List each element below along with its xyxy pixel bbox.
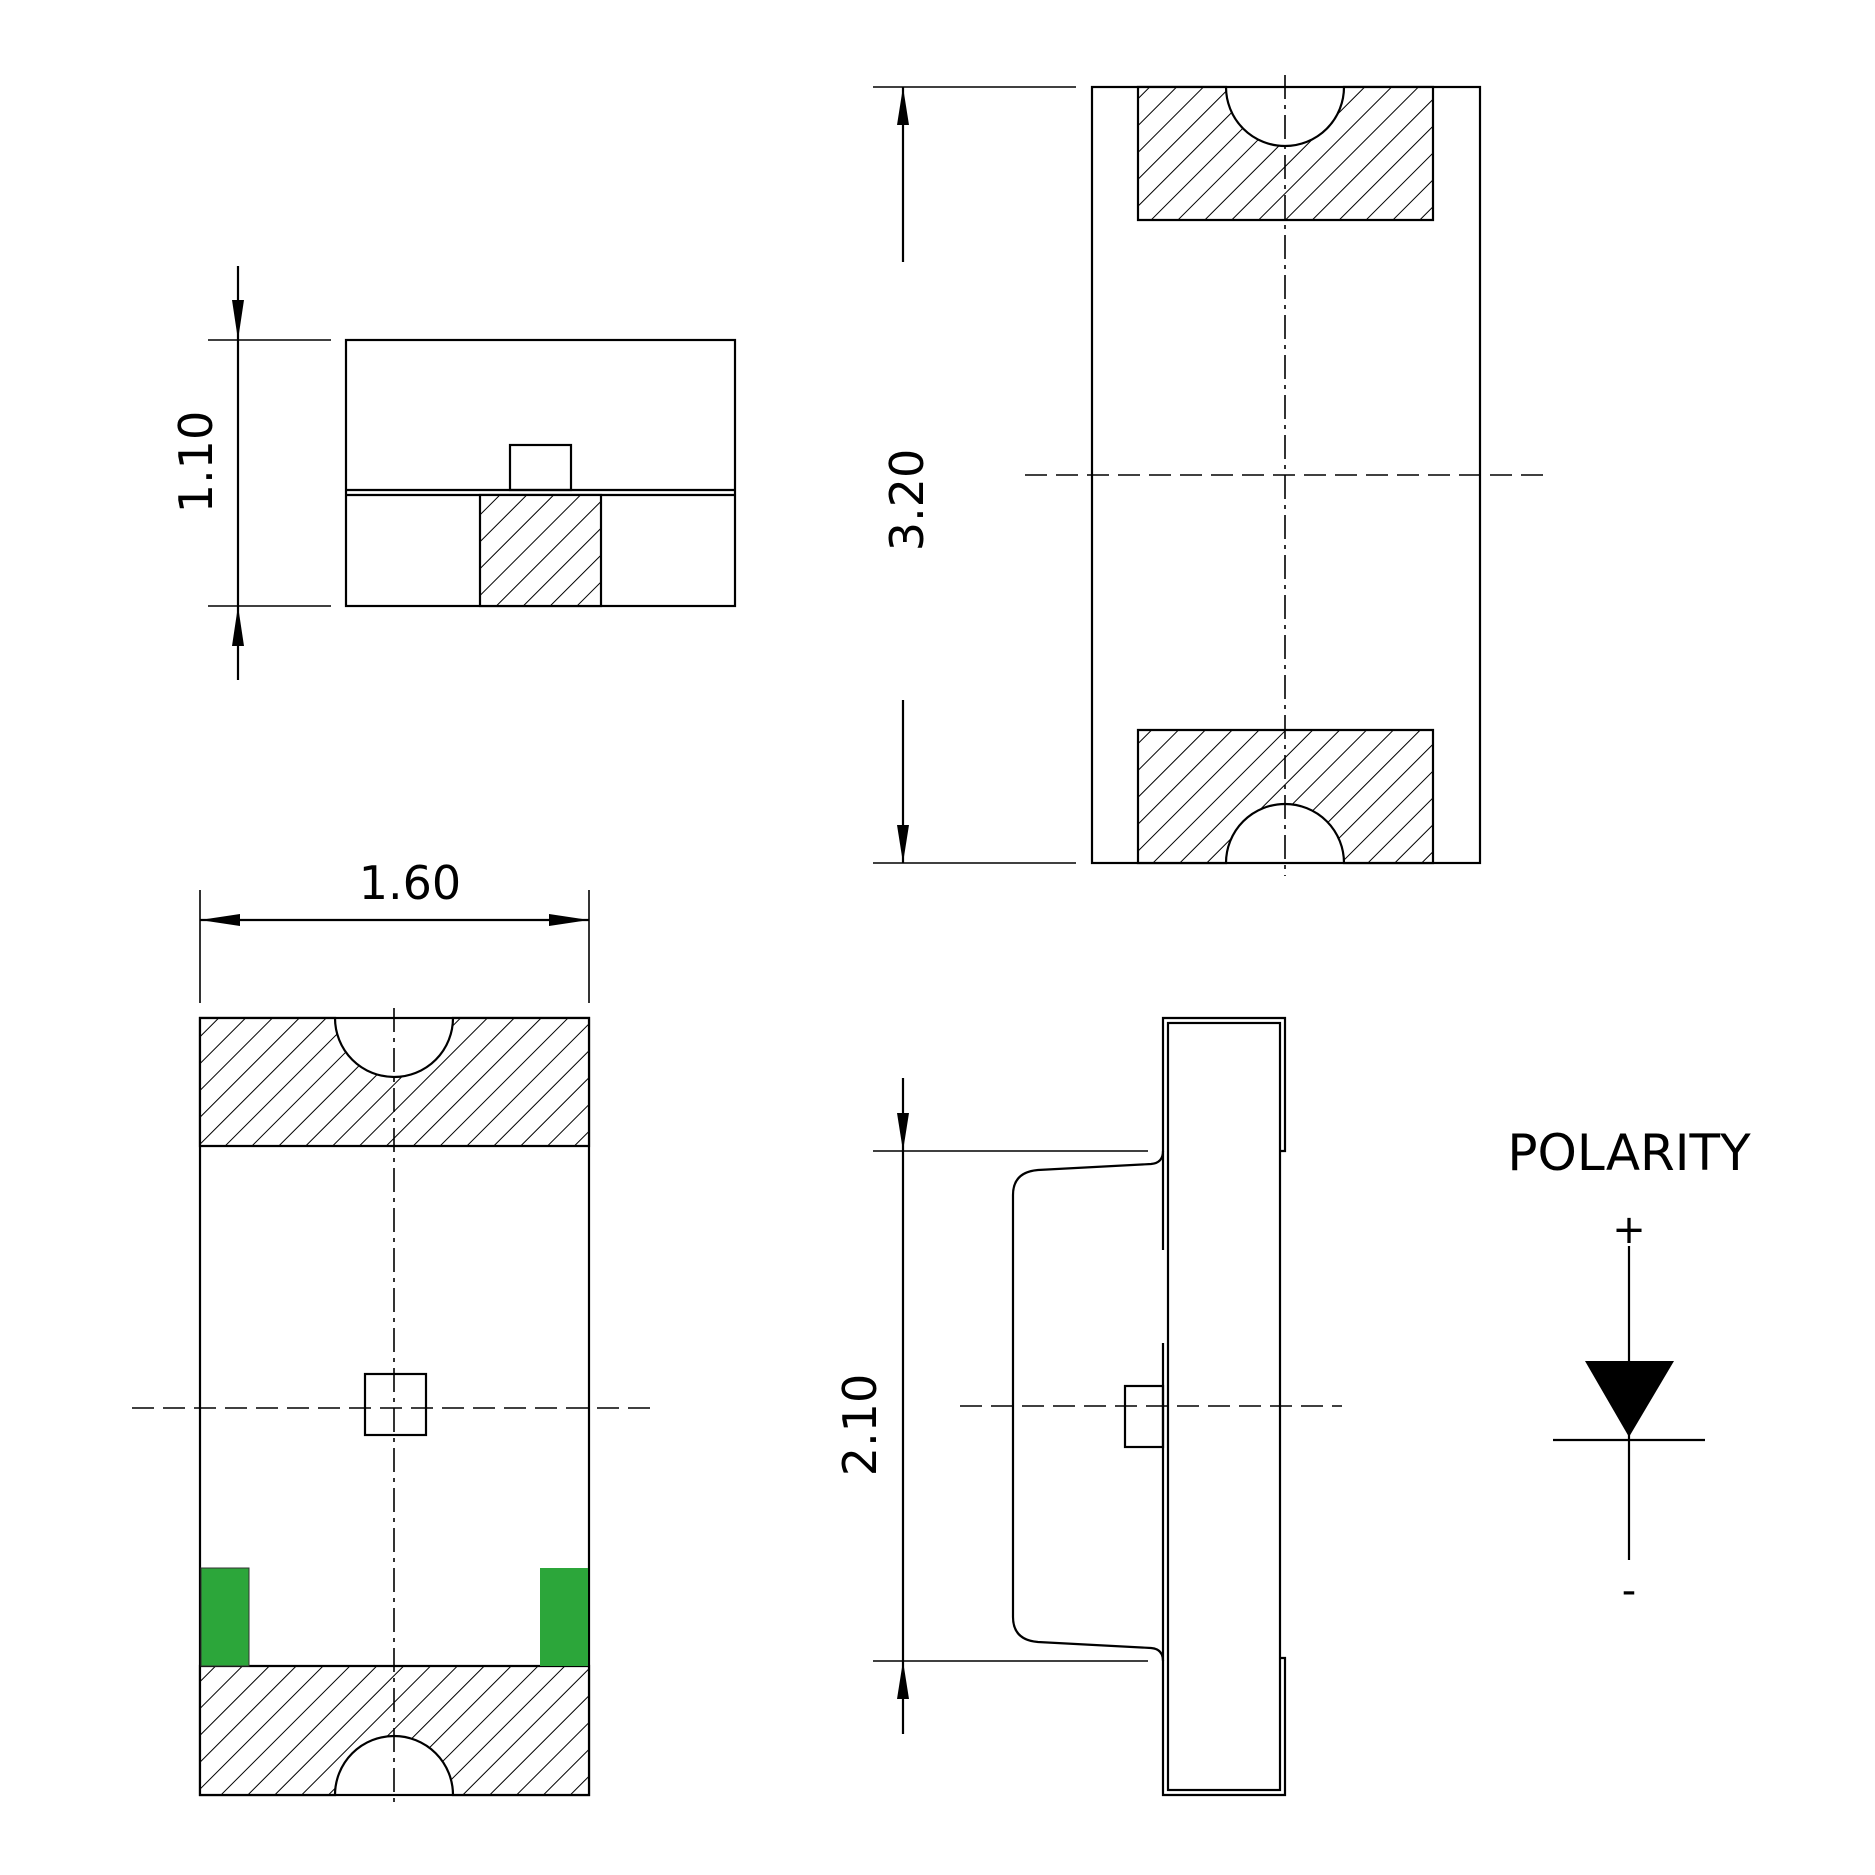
polarity-title: POLARITY	[1507, 1124, 1751, 1182]
dimension-label: 1.60	[359, 856, 461, 910]
led-chip	[1123, 1384, 1165, 1449]
solder-pad-top	[1136, 85, 1435, 222]
side-view: 2.10	[833, 1016, 1342, 1797]
dimension-label: 2.10	[833, 1374, 887, 1476]
dimension-length-3-20: 3.20	[873, 86, 1076, 864]
polarity-legend: POLARITY + -	[1507, 1124, 1751, 1614]
polarity-mark-left	[200, 1567, 250, 1667]
dimension-label: 1.10	[169, 411, 223, 513]
bottom-view: 1.60	[132, 856, 658, 1805]
dimension-height-1-10: 1.10	[169, 266, 331, 680]
solder-pad	[478, 493, 603, 608]
dimension-label: 3.20	[880, 449, 934, 551]
dimension-height-2-10: 2.10	[833, 1078, 1148, 1734]
polarity-mark-right	[540, 1568, 588, 1666]
front-view: 1.10	[169, 266, 737, 680]
top-view: 3.20	[873, 75, 1552, 876]
led-chip	[363, 1372, 428, 1437]
cathode-minus-label: -	[1622, 1568, 1636, 1614]
anode-plus-label: +	[1612, 1207, 1646, 1253]
dimension-width-1-60: 1.60	[199, 856, 590, 1003]
diode-icon	[1553, 1246, 1705, 1560]
led-chip	[508, 443, 573, 492]
